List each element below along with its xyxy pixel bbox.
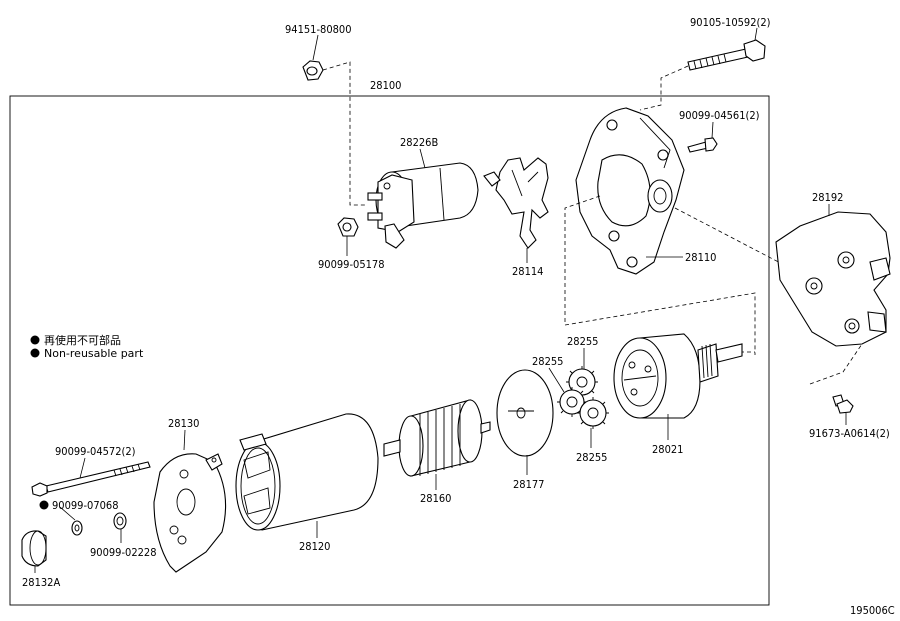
planet-gear-middle bbox=[557, 387, 587, 417]
label-28130: 28130 bbox=[168, 417, 199, 430]
assembly-frame bbox=[9, 95, 770, 606]
label-90099-02228: 90099-02228 bbox=[90, 546, 157, 559]
bolt-90099-04561 bbox=[687, 137, 718, 153]
label-94151-80800: 94151-80800 bbox=[285, 23, 352, 36]
label-28177: 28177 bbox=[513, 478, 544, 491]
lever-28114 bbox=[483, 157, 549, 249]
bolt-90105-10592 bbox=[687, 39, 766, 71]
plate-28177 bbox=[496, 369, 554, 457]
label-28255-bottom: 28255 bbox=[576, 451, 607, 464]
label-28110: 28110 bbox=[685, 251, 716, 264]
label-28120: 28120 bbox=[299, 540, 330, 553]
nut-90099-05178 bbox=[337, 217, 359, 237]
cap-28132A bbox=[21, 530, 47, 567]
yoke-28120 bbox=[235, 413, 379, 531]
label-28255-top: 28255 bbox=[567, 335, 598, 348]
label-91673-A0614: 91673-A0614(2) bbox=[809, 427, 890, 440]
label-28226B: 28226B bbox=[400, 136, 438, 149]
label-28100: 28100 bbox=[370, 79, 401, 92]
label-28021: 28021 bbox=[652, 443, 683, 456]
label-28192: 28192 bbox=[812, 191, 843, 204]
diagram-code: 195006C bbox=[850, 604, 895, 617]
solenoid-28226B bbox=[367, 162, 479, 249]
legend-line-2: Non-reusable part bbox=[44, 347, 144, 360]
legend: 再使用不可部品 Non-reusable part bbox=[30, 333, 144, 360]
planet-gear-bottom bbox=[577, 397, 609, 429]
washer-90099-07068 bbox=[71, 520, 83, 536]
label-90099-04572: 90099-04572(2) bbox=[55, 445, 136, 458]
legend-line-1: 再使用不可部品 bbox=[44, 333, 121, 347]
washer-90099-02228 bbox=[113, 512, 127, 530]
armature-28160 bbox=[383, 399, 491, 477]
label-28132A: 28132A bbox=[22, 576, 60, 589]
nut-94151-80800 bbox=[302, 60, 324, 81]
label-28160: 28160 bbox=[420, 492, 451, 505]
drive-housing-28110 bbox=[575, 107, 685, 275]
label-90099-07068: 90099-07068 bbox=[52, 499, 119, 512]
label-90099-05178: 90099-05178 bbox=[318, 258, 385, 271]
label-28255-left: 28255 bbox=[532, 355, 563, 368]
label-28114: 28114 bbox=[512, 265, 543, 278]
non-reusable-marker bbox=[39, 500, 49, 510]
bolt-90099-04572 bbox=[31, 461, 151, 497]
label-90099-04561: 90099-04561(2) bbox=[679, 109, 760, 122]
clutch-28021 bbox=[613, 333, 743, 419]
bolt-91673-A0614 bbox=[832, 394, 854, 414]
end-frame-28130 bbox=[153, 453, 227, 573]
bracket-28192 bbox=[775, 211, 891, 347]
label-90105-10592: 90105-10592(2) bbox=[690, 16, 771, 29]
